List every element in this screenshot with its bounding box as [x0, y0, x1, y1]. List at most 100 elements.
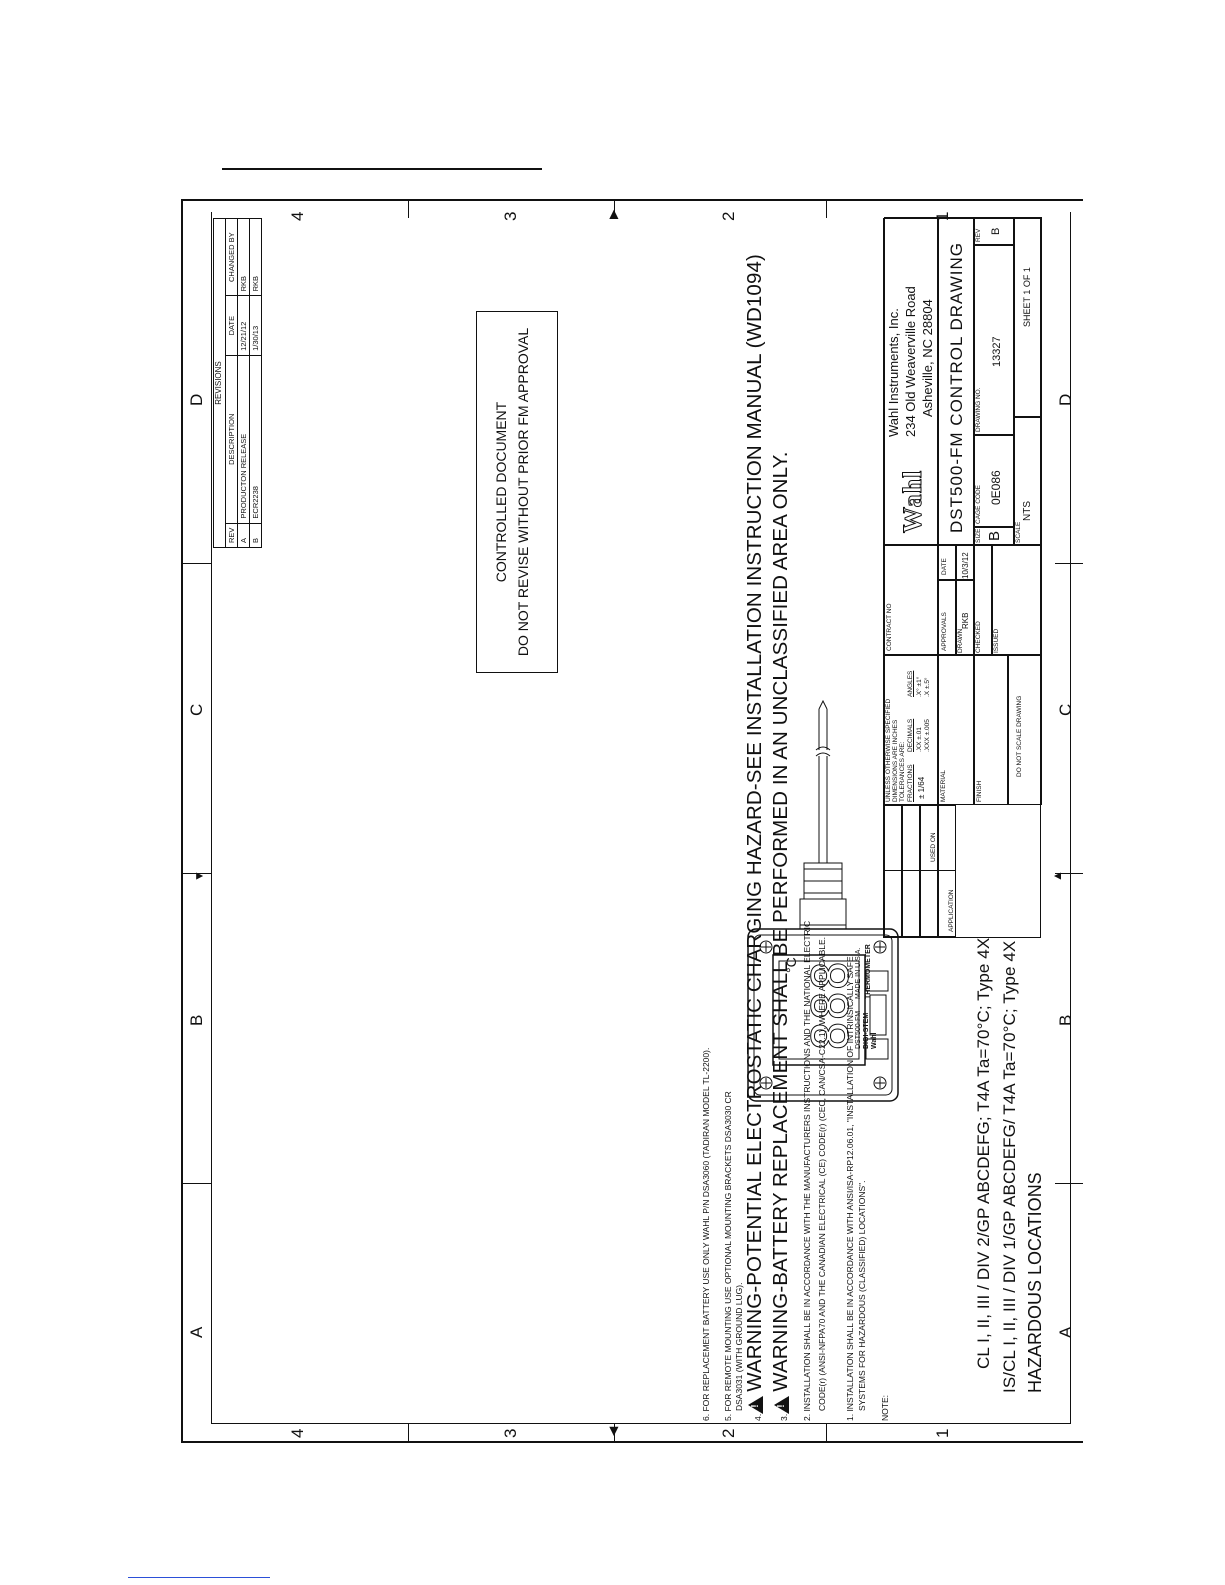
- do-not-scale-label: DO NOT SCALE DRAWING: [1016, 695, 1023, 777]
- revision-description: PRODUCTON RELEASE: [237, 355, 250, 524]
- description-header: DESCRIPTION: [225, 355, 238, 524]
- used-on-label: USED ON: [930, 832, 937, 862]
- changed-by-header: CHANGED BY: [225, 218, 238, 296]
- tolerance-line-3: TOLERANCES ARE:: [899, 741, 906, 802]
- revisions-table: REV DESCRIPTION DATE CHANGED BY A PRODUC…: [225, 218, 262, 548]
- note-2a: 2. INSTALLATION SHALL BE IN ACCORDANCE W…: [802, 920, 812, 1421]
- date-header: DATE: [225, 295, 238, 356]
- hazardous-line-2: CL I, II, III / DIV 2/GP ABCDEFG; T4A Ta…: [974, 937, 993, 1369]
- warning-triangle-icon: [774, 1395, 789, 1414]
- revision-description: ECR2238: [249, 355, 262, 524]
- drawing-number-label: DRAWING NO.: [975, 387, 982, 432]
- note-4: 4. WARNING-POTENTIAL ELECTROSTATIC CHARGI…: [743, 254, 767, 1421]
- footer-link-underline: [128, 1577, 270, 1578]
- zone-tick: [183, 563, 211, 564]
- note-6: 6. FOR REPLACEMENT BATTERY USE ONLY WAHL…: [701, 1047, 711, 1421]
- title-block-cell: [884, 805, 902, 937]
- drawing-frame: A B C D ▼ A B C D ▲ 4 3 2 1 ◀ 4 3 2 1 ▶ …: [181, 199, 1083, 1443]
- rev-label: REV: [975, 228, 982, 242]
- note-1a: 1. INSTALLATION SHALL BE IN ACCORDANCE W…: [845, 956, 855, 1421]
- company-address: 234 Old Weaverville Road: [903, 286, 918, 437]
- note-4-number: 4.: [753, 1413, 763, 1421]
- device-brand: Wahl: [871, 1032, 878, 1049]
- table-row: A PRODUCTON RELEASE 12/21/12 RKB: [237, 218, 250, 548]
- note-3: 3. WARNING-BATTERY REPLACEMENT SHALL BE P…: [769, 452, 793, 1422]
- header-underline: [222, 168, 542, 170]
- revision-changed-by: RKB: [249, 218, 262, 296]
- tolerance-line-2: DIMENSIONS ARE INCHES: [892, 719, 899, 802]
- drawing-number-value: 13327: [991, 336, 1003, 367]
- angles-label: ANGLES: [907, 670, 914, 697]
- angle-value-2: .X ±.5°: [924, 677, 931, 697]
- thermometer-device-drawing: 888 °C: [747, 699, 899, 1102]
- note-1b: SYSTEMS FOR HAZARDOUS (CLASSIFIED) LOCAT…: [857, 1180, 867, 1411]
- zone-tick: [408, 1424, 409, 1441]
- drawing-title: DST500-FM CONTROL DRAWING: [947, 241, 966, 533]
- company-name: Wahl Instruments, Inc.: [886, 308, 901, 437]
- center-arrow-icon: ◀: [606, 1426, 620, 1436]
- drawing-sheet-rotated: A B C D ▼ A B C D ▲ 4 3 2 1 ◀ 4 3 2 1 ▶ …: [183, 201, 1083, 1441]
- hazardous-line-1: IS/CL I, II, III / DIV 1/GP ABCDEFG/ T4A…: [1000, 940, 1019, 1393]
- note-3-text: WARNING-BATTERY REPLACEMENT SHALL BE PER…: [769, 451, 792, 1392]
- note-4-text: WARNING-POTENTIAL ELECTROSTATIC CHARGING…: [743, 254, 766, 1392]
- approvals-label: APPROVALS: [941, 612, 948, 651]
- revisions-block: REVISIONS REV DESCRIPTION DATE CHANGED B…: [213, 218, 262, 548]
- scale-label: SCALE: [1015, 521, 1022, 543]
- center-arrow-icon: ▼: [192, 870, 206, 882]
- tolerance-line-1: UNLESS OTHERWISE SPECIFIED: [885, 698, 892, 802]
- zone-tick: [183, 1183, 211, 1184]
- drawn-date-value: 10/3/12: [961, 552, 970, 579]
- material-label: MATERIAL: [940, 769, 947, 802]
- cage-code-label: CAGE CODE: [975, 484, 982, 524]
- display-digits: 888: [802, 961, 860, 1051]
- title-block-cell: [902, 805, 920, 937]
- noscale-cell: [1008, 655, 1042, 805]
- zone-tick: [826, 1424, 827, 1441]
- fraction-value: ± 1/64: [917, 776, 926, 799]
- rev-header: REV: [225, 523, 238, 548]
- revision-letter: B: [249, 523, 262, 548]
- controlled-document-box: CONTROLLED DOCUMENT DO NOT REVISE WITHOU…: [476, 311, 558, 673]
- notes-label: NOTE:: [880, 1395, 890, 1421]
- issued-label: ISSUED: [993, 628, 1000, 653]
- table-row: B ECR2238 1/30/13 RKB: [249, 218, 262, 548]
- note-2b: CODE(r) (ANSI-NFPA70 AND THE CANADIAN EL…: [817, 936, 827, 1411]
- zone-label-3-left: 3: [501, 1428, 520, 1438]
- date-label: DATE: [941, 558, 948, 575]
- zone-label-b-top: B: [187, 1014, 206, 1026]
- decimals-label: DECIMALS: [907, 718, 914, 752]
- drawn-by-value: RKB: [961, 612, 970, 629]
- company-city: Asheville, NC 28804: [920, 299, 935, 417]
- controlled-line-2: DO NOT REVISE WITHOUT PRIOR FM APPROVAL: [515, 327, 531, 657]
- checked-label: CHECKED: [975, 621, 982, 653]
- device-type: THERMOMETER: [865, 944, 872, 999]
- drawn-label: DRAWN: [957, 628, 964, 653]
- device-made-in: MADE IN U.S.A.: [855, 947, 862, 999]
- note-3-number: 3.: [779, 1413, 789, 1421]
- decimal-value-2: .XXX ±.005: [924, 719, 931, 752]
- revision-date: 12/21/12: [237, 295, 250, 356]
- title-block-cell: [920, 805, 938, 937]
- finish-label: FINISH: [976, 780, 983, 802]
- zone-label-1-left: 1: [933, 1428, 952, 1438]
- application-label: APPLICATION: [948, 889, 955, 932]
- zone-label-4-left: 4: [288, 1428, 307, 1438]
- revisions-title: REVISIONS: [213, 218, 225, 548]
- decimal-value-1: .XX ±.01: [916, 727, 923, 752]
- controlled-line-1: CONTROLLED DOCUMENT: [493, 401, 509, 583]
- revision-changed-by: RKB: [237, 218, 250, 296]
- zone-label-d-top: D: [187, 393, 206, 406]
- revision-date: 1/30/13: [249, 295, 262, 356]
- title-block: USED ON APPLICATION UNLESS OTHERWISE SPE…: [883, 217, 1042, 938]
- cage-code-value: 0E086: [989, 470, 1003, 505]
- angle-value-1: .X° ±1°: [916, 676, 923, 697]
- note-5a: 5. FOR REMOTE MOUNTING USE OPTIONAL MOUN…: [723, 1091, 733, 1421]
- size-label: SIZE: [975, 528, 982, 543]
- zone-label-a-top: A: [187, 1326, 206, 1338]
- rev-value: B: [990, 227, 1002, 235]
- revision-letter: A: [237, 523, 250, 548]
- fractions-label: FRACTIONS: [907, 764, 914, 802]
- warning-triangle-icon: [748, 1395, 763, 1414]
- size-value: B: [986, 530, 1003, 541]
- device-model: DIGI-STEM: [863, 1012, 870, 1049]
